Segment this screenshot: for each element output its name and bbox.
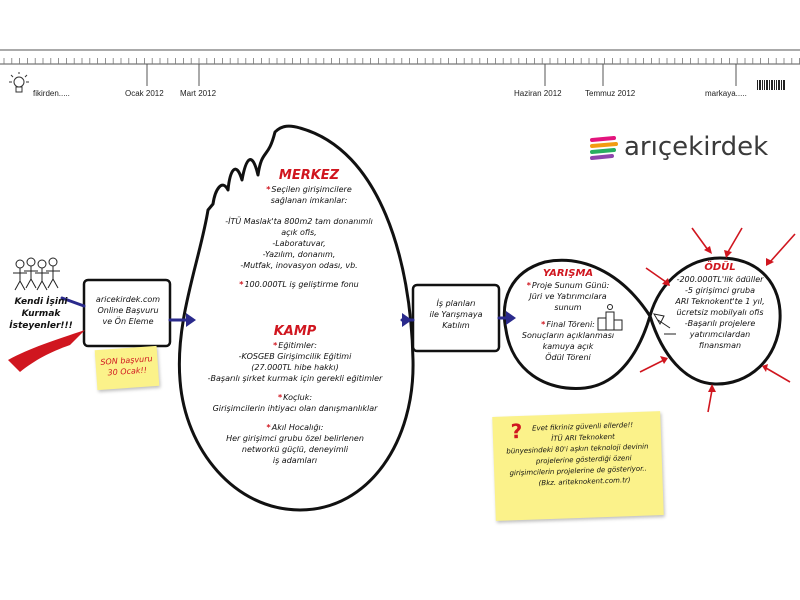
entrants-line-1: Kendi İşini <box>14 297 68 307</box>
timeline-label-temmuz: Temmuz 2012 <box>585 89 636 98</box>
question-mark-icon: ? <box>510 418 523 444</box>
odul-line-projects: -Başarılı projelere <box>684 319 756 328</box>
odul-loop-outline <box>648 256 782 386</box>
pitch-star-icon: * <box>526 281 531 290</box>
kamp-coaching-text: Girişimcilerin ihtiyacı olan danışmanlık… <box>212 404 378 413</box>
application-site: aricekirdek.com <box>95 295 161 304</box>
application-prescreen: ve Ön Eleme <box>102 317 154 326</box>
timeline-label-haziran: Haziran 2012 <box>514 89 562 98</box>
podium-icon <box>597 304 623 331</box>
application-online: Online Başvuru <box>97 306 159 315</box>
entrants-line-2: Kurmak <box>21 309 61 319</box>
kamp-section: KAMP *Eğitimler: -KOSGEB Girişimcilik Eğ… <box>180 324 410 466</box>
kamp-coaching-label: Koçluk: <box>283 393 313 402</box>
coaching-star-icon: * <box>277 393 283 402</box>
timeline-label-fikirden: fikirden..... <box>33 89 70 98</box>
arrowhead-application <box>186 313 196 327</box>
mentor-star-icon: * <box>266 423 271 432</box>
yarisma-final-2: kamuya açık <box>542 342 594 351</box>
odul-red-arrows <box>639 227 796 413</box>
business-plans-line-3: Katılım <box>442 321 470 330</box>
merkez-item-office: -İTÜ Maslak'ta 800m2 tam donanımlı <box>225 217 373 226</box>
logo-text: arıçekirdek <box>624 132 769 162</box>
merkez-intro-2: sağlanan imkanlar: <box>270 196 348 205</box>
connector-entrants-to-application <box>60 296 86 308</box>
final-star-icon: * <box>541 320 546 329</box>
odul-line-investors: yatırımcılardan <box>689 330 751 339</box>
aricekirdek-logo: arıçekirdek <box>588 130 788 170</box>
kamp-mentor-1: Her girişimci grubu özel belirlenen <box>226 434 364 443</box>
arrowhead-yarisma <box>506 311 516 325</box>
timeline-label-ocak: Ocak 2012 <box>125 89 164 98</box>
odul-line-prizes: -200.000TL'lik ödüller <box>676 275 764 284</box>
yarisma-pitch-2: sunum <box>554 303 582 312</box>
kamp-mentor-2: networkü güçlü, deneyimli <box>241 445 349 454</box>
entrants-label: Kendi İşini Kurmak İsteyenler!!! <box>2 296 80 332</box>
merkez-intro-1: Seçilen girişimcilere <box>271 185 352 194</box>
kamp-training-grant: (27.000TL hibe hakkı) <box>251 363 339 372</box>
yarisma-title: YARIŞMA <box>542 268 594 279</box>
merkez-oval-outline <box>177 124 415 512</box>
trainings-star-icon: * <box>273 341 278 350</box>
arrowhead-merkez <box>402 313 412 327</box>
odul-line-groups: -5 girişimci gruba <box>684 286 756 295</box>
deadline-sticky-note: SON başvuru 30 Ocak!! <box>94 345 160 391</box>
yarisma-final-1: Sonuçların açıklanması <box>521 331 615 340</box>
info-sticky-note: ? Evet fikriniz güvenli ellerde!! İTÜ AR… <box>492 411 664 521</box>
kamp-training-kosgeb: -KOSGEB Girişimcilik Eğitimi <box>238 352 352 361</box>
yarisma-pitch-label: Proje Sunum Günü: <box>531 281 610 290</box>
idea-bulb-icon <box>8 70 30 98</box>
barcode-icon <box>757 80 787 94</box>
yarisma-loop-outline <box>502 258 652 390</box>
odul-line-teknokent: ARI Teknokent'te 1 yıl, <box>675 297 765 306</box>
merkez-item-lab: -Laboratuvar, <box>272 239 326 248</box>
kamp-mentor-3: iş adamları <box>272 456 318 465</box>
timeline-label-mart: Mart 2012 <box>180 89 217 98</box>
kamp-mentor-label: Akıl Hocalığı: <box>271 423 324 432</box>
application-box-outline <box>82 278 172 348</box>
stick-figures <box>13 257 60 291</box>
merkez-section: MERKEZ *Seçilen girişimcilere sağlanan i… <box>190 168 408 290</box>
odul-title: ÖDÜL <box>704 262 736 273</box>
merkez-title: MERKEZ <box>278 168 340 183</box>
kamp-training-company: -Başarılı şirket kurmak için gerekli eği… <box>207 374 383 383</box>
fund-star-icon: * <box>239 280 244 289</box>
merkez-fund: 100.000TL iş geliştirme fonu <box>244 280 359 289</box>
application-box: aricekirdek.com Online Başvuru ve Ön Ele… <box>86 294 170 327</box>
merkez-item-kitchen: -Mutfak, inovasyon odası, vb. <box>240 261 358 270</box>
kamp-trainings-label: Eğitimler: <box>278 341 317 350</box>
desk-lamp-icon <box>652 313 676 335</box>
merkez-item-software: -Yazılım, donanım, <box>262 250 336 259</box>
business-plans-box: İş planları ile Yarışmaya Katılım <box>414 298 498 331</box>
merkez-item-open-office: açık ofis, <box>281 228 317 237</box>
business-plans-line-1: İş planları <box>436 299 476 308</box>
yarisma-pitch-1: Jüri ve Yatırımcılara <box>529 292 607 301</box>
yarisma-section: YARIŞMA *Proje Sunum Günü: Jüri ve Yatır… <box>508 268 628 363</box>
business-plans-line-2: ile Yarışmaya <box>429 310 483 319</box>
odul-section: ÖDÜL -200.000TL'lik ödüller -5 girişimci… <box>660 262 780 351</box>
yarisma-final-label: Final Töreni: <box>546 320 595 329</box>
yarisma-final-3: Ödül Töreni <box>545 353 591 362</box>
kamp-title: KAMP <box>273 324 317 339</box>
red-swoosh-mark <box>8 330 85 372</box>
merkez-star-icon: * <box>266 185 271 194</box>
timeline-label-markaya: markaya..... <box>705 89 747 98</box>
logo-mark-icon <box>590 136 618 160</box>
entrants-line-3: İsteyenler!!! <box>9 321 73 331</box>
odul-line-office: ücretsiz mobilyalı ofis <box>676 308 764 317</box>
odul-line-finance: finansman <box>698 341 742 350</box>
